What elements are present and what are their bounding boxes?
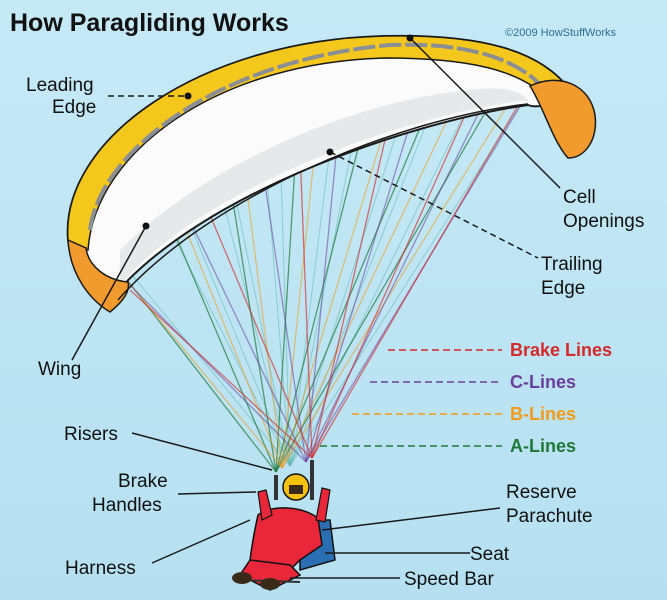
leader-trailing-edge [329,151,539,259]
suspension-line [281,71,471,469]
suspension-line [289,89,441,467]
legend-label: B-Lines [510,404,576,424]
suspension-line [281,84,521,469]
cell-openings-bar [88,42,547,231]
legend-label: C-Lines [510,372,576,392]
suspension-line [119,274,307,463]
label-leading-edge: Leading Edge [26,75,99,118]
diagram-title: How Paragliding Works [10,9,289,37]
leader-harness [151,519,251,564]
leader-wing [71,225,147,361]
leader-cell-openings [409,37,561,189]
suspension-line [305,89,491,463]
callout-leaders [71,37,561,579]
callout-dots [142,34,414,230]
label-brake-handles: Brake Handles [92,471,173,516]
leader-risers [131,432,273,471]
suspension-line [129,289,313,459]
wing-cell-shading [120,88,528,285]
suspension-line [259,149,307,463]
label-seat: Seat [470,544,510,565]
label-speed-bar: Speed Bar [404,569,494,590]
right-wingtip [528,79,597,159]
suspension-line [311,101,521,459]
suspension-line [311,103,471,459]
label-wing: Wing [38,359,81,380]
suspension-line [289,104,361,467]
label-reserve-parachute: Reserve Parachute [506,482,593,527]
pilot [232,460,336,591]
label-cell-openings: Cell Openings [563,187,644,232]
suspension-line [184,209,307,463]
suspension-line [299,149,313,459]
left-wingtip [67,238,130,313]
legend-label: A-Lines [510,436,576,456]
pilot-suit [249,507,323,576]
suspension-line [209,214,313,459]
suspension-line [289,61,491,467]
copyright-credit: ©2009 HowStuffWorks [505,27,617,39]
suspension-line [311,117,391,459]
wing [66,34,597,313]
label-trailing-edge: Trailing Edge [541,254,608,299]
legend-label: Brake Lines [510,340,612,360]
suspension-line [281,77,401,469]
trailing-edge-line [117,103,529,301]
suspension-line [229,169,291,467]
leader-brake-handles [177,491,257,495]
suspension-line [305,114,341,463]
label-risers: Risers [64,424,118,445]
leader-reserve [321,507,501,531]
suspension-line [275,69,511,473]
label-harness: Harness [65,558,136,579]
suspension-line [179,199,291,467]
